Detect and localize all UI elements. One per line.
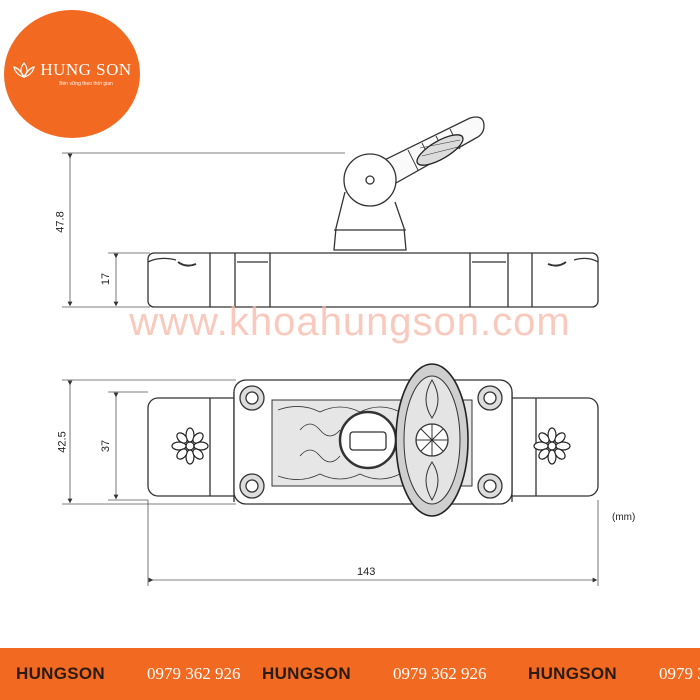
footer-phone: 0979 362 926 xyxy=(147,664,241,683)
oval-knob xyxy=(395,363,469,517)
flower-rosette-left xyxy=(171,427,209,465)
footer-phone: 0979 362 926 xyxy=(393,664,487,683)
footer-brand: HUNGSON xyxy=(528,664,617,683)
corner-boss xyxy=(239,385,503,499)
footer-brand: HUNGSON xyxy=(16,664,105,683)
dimension-lines xyxy=(62,152,599,586)
flower-rosette-right xyxy=(533,427,571,465)
unit-label: (mm) xyxy=(612,512,636,523)
dimension-length: 143 xyxy=(357,566,376,578)
website-watermark: www.khoahungson.com xyxy=(129,300,571,344)
dimension-base-height: 17 xyxy=(100,272,113,286)
footer-item: HUNGSON 0979 362 926 xyxy=(262,664,487,684)
footer-brand: HUNGSON xyxy=(262,664,351,683)
dimension-inner-width: 37 xyxy=(100,439,113,453)
brand-tagline: Bền vững theo thời gian xyxy=(59,80,113,87)
footer-item: HUNGSON 0979 362 926 xyxy=(16,664,241,684)
brand-logo: HUNG SON Bền vững theo thời gian xyxy=(4,10,140,138)
side-view xyxy=(147,116,599,308)
dimension-outer-width: 42.5 xyxy=(56,431,69,453)
dimension-total-height: 47.8 xyxy=(54,211,67,233)
footer-item: HUNGSON 0979 36 xyxy=(528,664,700,684)
footer-phone: 0979 36 xyxy=(659,664,700,683)
lotus-icon xyxy=(13,61,36,78)
front-view xyxy=(147,363,599,517)
brand-name: HUNG SON xyxy=(40,59,132,79)
